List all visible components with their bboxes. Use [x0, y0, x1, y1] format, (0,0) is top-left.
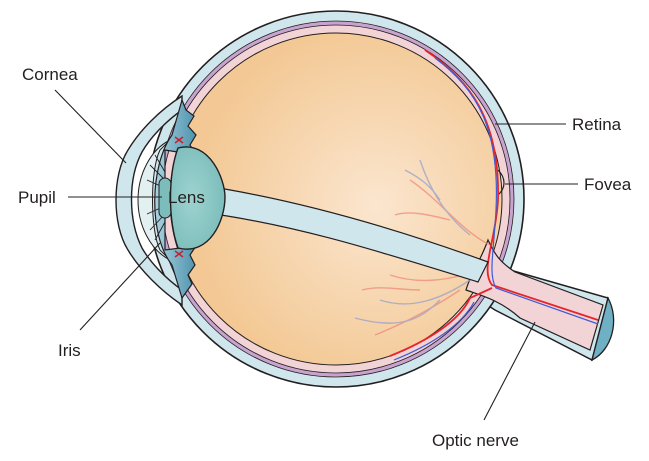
- label-lens: Lens: [168, 188, 205, 207]
- cornea-leader: [54, 89, 127, 164]
- retinal-vessels: [354, 159, 491, 336]
- central-vein: [434, 57, 599, 325]
- fovea-dip: [497, 169, 505, 196]
- optic-nerve-leader: [483, 321, 536, 421]
- cornea-shape: [115, 94, 183, 307]
- label-fovea: Fovea: [584, 175, 632, 194]
- ciliary-ligaments: [174, 136, 184, 258]
- label-iris: Iris: [58, 341, 81, 360]
- central-artery: [424, 49, 599, 321]
- lower-artery: [389, 287, 493, 357]
- label-retina: Retina: [572, 115, 622, 134]
- label-cornea: Cornea: [22, 65, 78, 84]
- optic-nerve-end-cap: [591, 296, 615, 362]
- iris-leader: [79, 242, 161, 331]
- hyaloid-canal: [199, 184, 489, 283]
- label-pupil: Pupil: [18, 188, 56, 207]
- label-optic-nerve: Optic nerve: [432, 431, 519, 450]
- lens-shape: [169, 146, 226, 250]
- lower-vein: [393, 301, 475, 361]
